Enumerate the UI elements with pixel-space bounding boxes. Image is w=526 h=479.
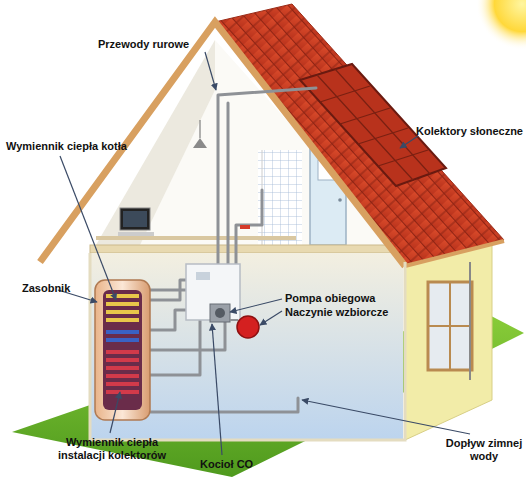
- pipe-label: Przewody rurowe: [98, 38, 189, 51]
- pump-label: Pompa obiegowa: [285, 292, 375, 305]
- collector-exchanger-label: Wymiennik ciepła instalacji kolektorów: [52, 436, 172, 461]
- cold-water-label: Dopływ zimnej wody: [445, 437, 523, 462]
- boiler-label: Kocioł CO: [200, 458, 253, 471]
- collector-label: Kolektory słoneczne: [416, 125, 523, 138]
- vessel-label: Naczynie wzbiorcze: [285, 306, 388, 319]
- boiler-exchanger-label: Wymiennik ciepła kotła: [6, 140, 127, 153]
- tank-label: Zasobnik: [22, 282, 70, 295]
